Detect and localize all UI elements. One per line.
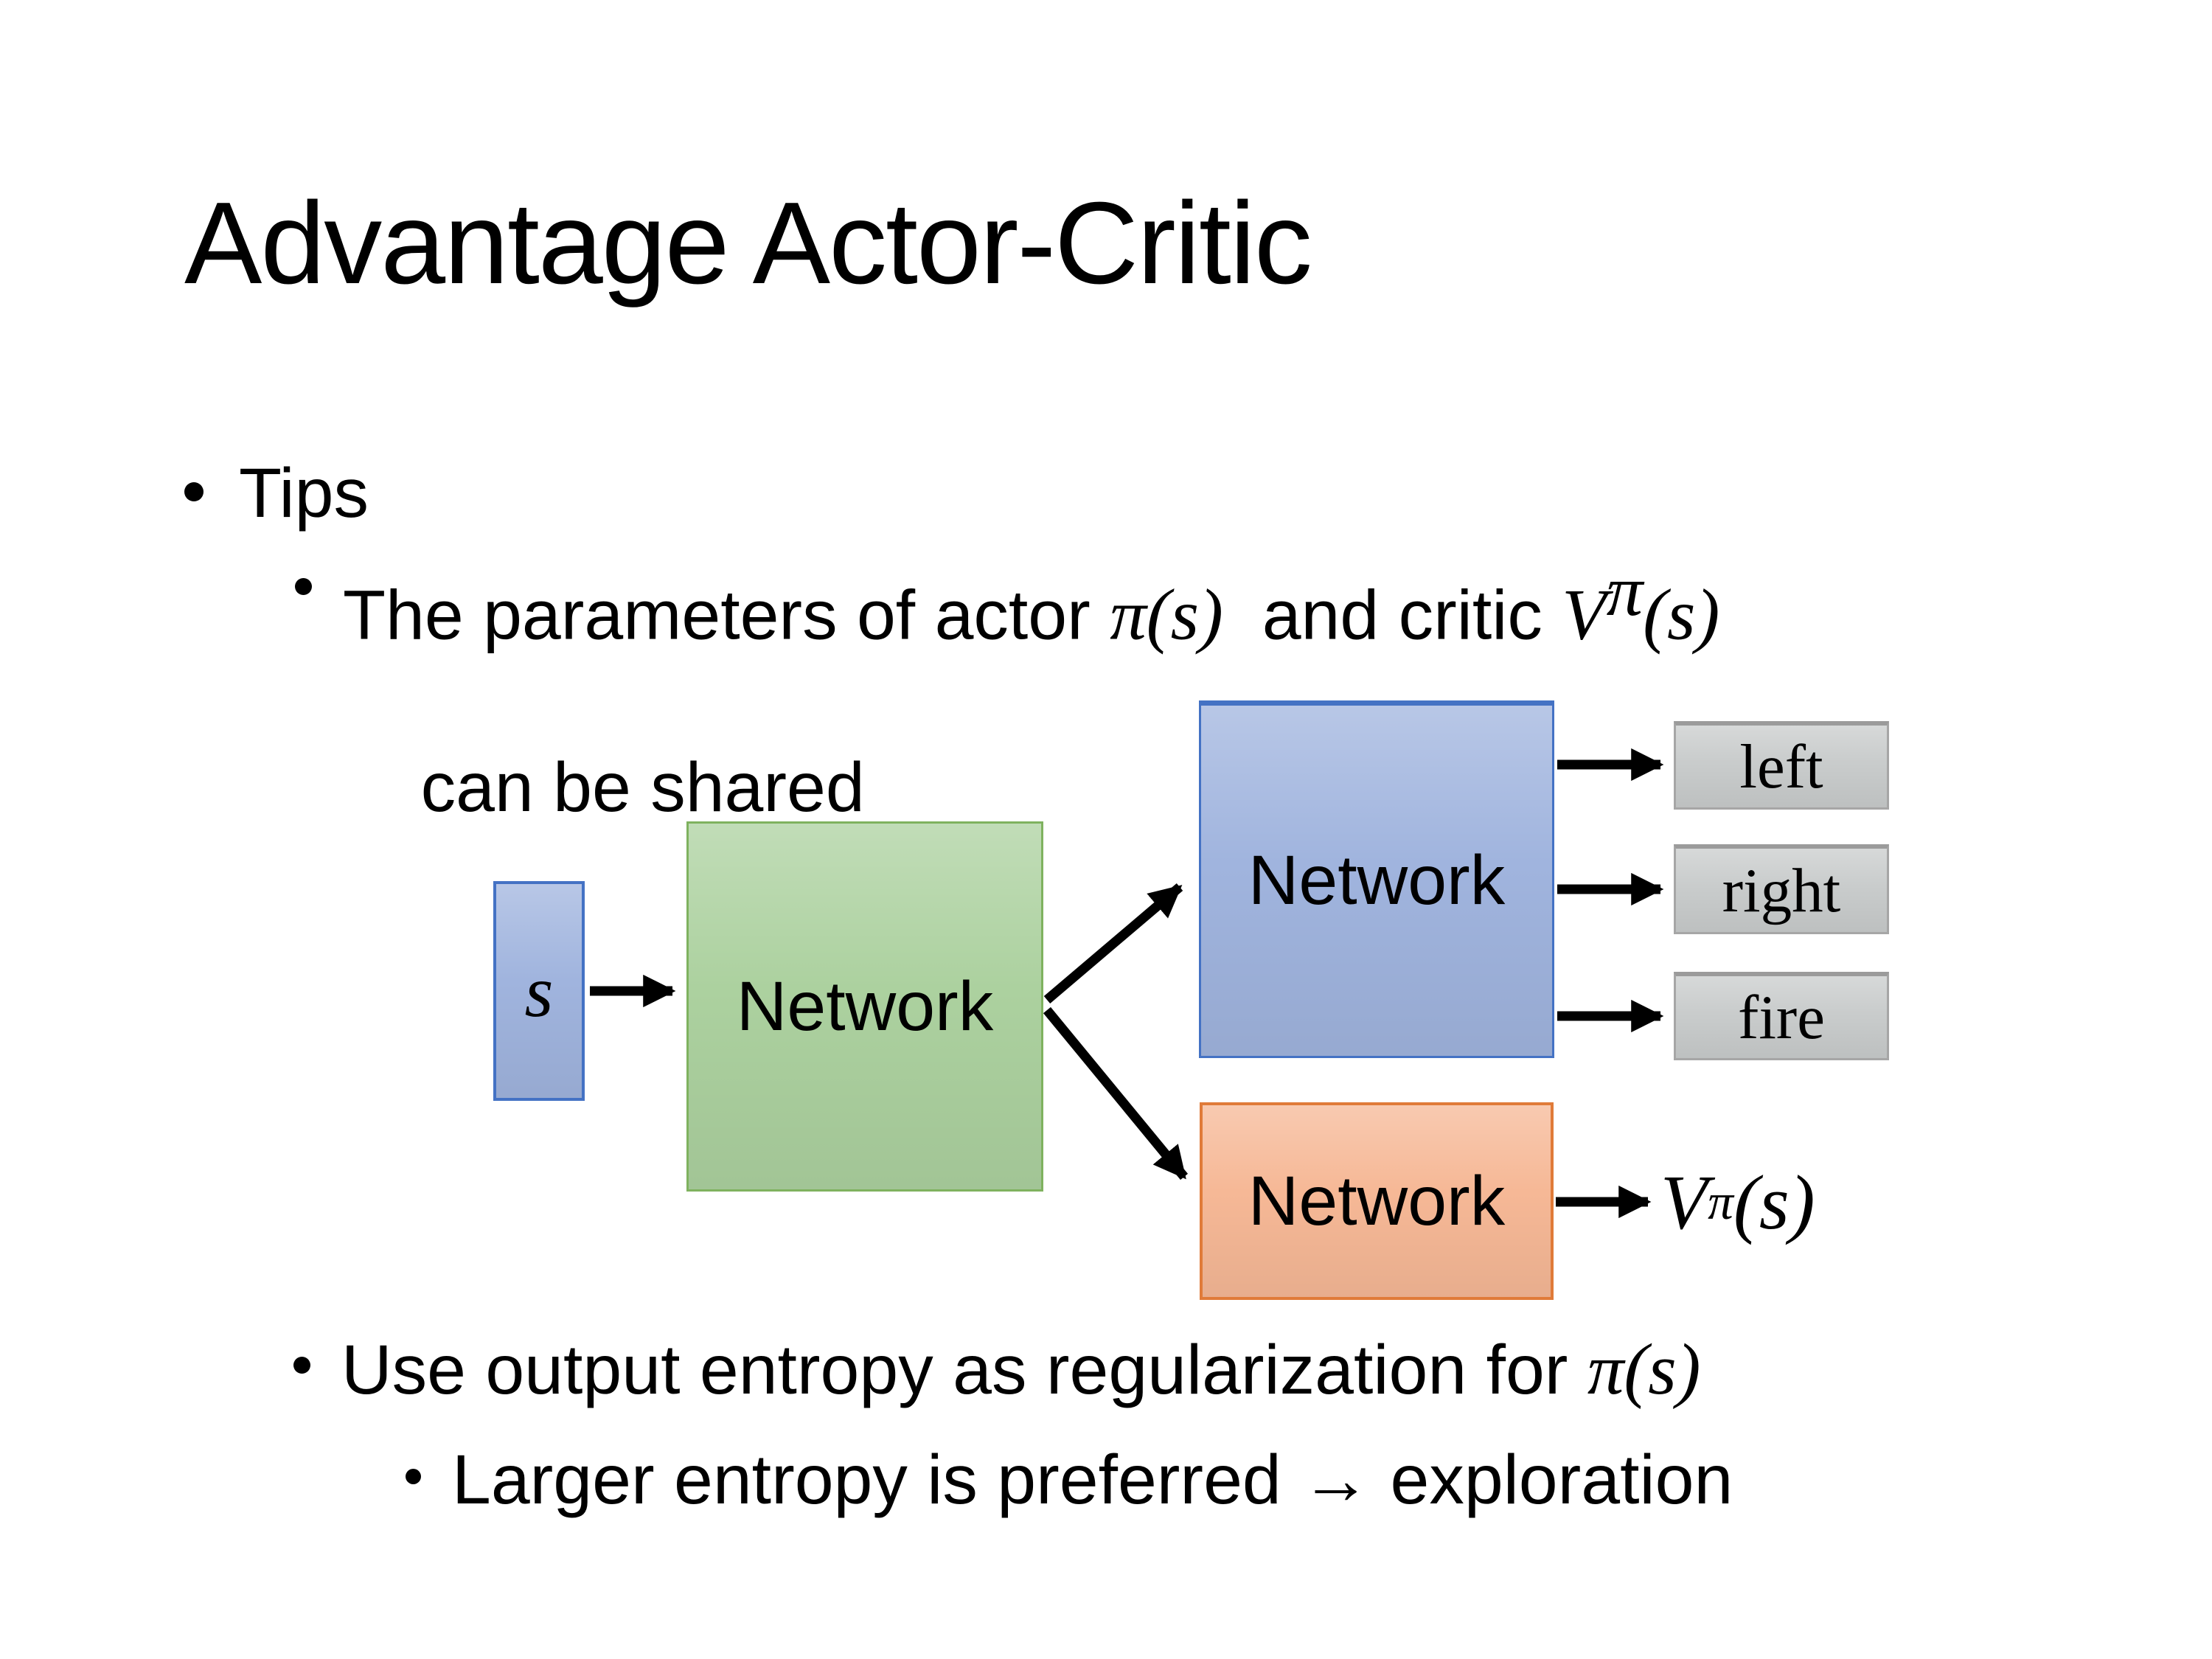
- math-v-args: (s): [1643, 574, 1720, 655]
- action-box-fire: fire: [1674, 972, 1889, 1060]
- bullet-dot: [184, 482, 204, 501]
- action-box-right: right: [1674, 844, 1889, 934]
- shared-network-label: Network: [736, 967, 994, 1046]
- text-segment: Use output entropy as regularization for: [341, 1331, 1587, 1409]
- state-input-box: s: [493, 881, 585, 1101]
- text-segment: The parameters of actor: [343, 576, 1110, 655]
- bullet-larger-entropy-label: Larger entropy is preferred → exploratio…: [452, 1441, 1733, 1519]
- text-segment: and critic: [1222, 576, 1562, 655]
- bullet-tips: Tips: [184, 451, 369, 537]
- bullet-parameters-text: The parameters of actor π(s) and critic …: [343, 547, 1719, 831]
- page-title: Advantage Actor-Critic: [184, 178, 1312, 308]
- bullet-larger-entropy: Larger entropy is preferred → exploratio…: [406, 1438, 1733, 1523]
- shared-network-box: Network: [686, 821, 1043, 1192]
- bullet-dot: [295, 578, 312, 595]
- critic-network-box: Network: [1200, 1102, 1554, 1300]
- math-v-args: (s): [1733, 1158, 1815, 1245]
- bullet-tips-label: Tips: [239, 454, 369, 532]
- action-label-right: right: [1722, 855, 1841, 925]
- bullet-dot: [293, 1357, 310, 1374]
- arrow-shared-to-critic: [1043, 1006, 1189, 1180]
- bullet-parameters-line2: can be shared: [420, 748, 865, 827]
- bullet-entropy-text: Use output entropy as regularization for…: [341, 1326, 1701, 1415]
- critic-network-label: Network: [1248, 1161, 1506, 1240]
- math-pi-s: π(s): [1587, 1329, 1701, 1410]
- math-pi-s: π(s): [1110, 574, 1223, 655]
- action-label-fire: fire: [1738, 982, 1825, 1052]
- bullet-dot: [406, 1469, 421, 1484]
- arrow-shared-to-actor: [1043, 883, 1183, 1004]
- actor-network-label: Network: [1248, 841, 1506, 919]
- math-v-base: V: [1660, 1158, 1708, 1245]
- action-label-left: left: [1739, 731, 1823, 801]
- actor-network-box: Network: [1199, 700, 1554, 1058]
- action-box-left: left: [1674, 721, 1889, 810]
- math-v-sup: π: [1606, 551, 1644, 631]
- state-input-label: s: [524, 950, 554, 1032]
- math-v-base: V: [1562, 574, 1607, 655]
- bullet-entropy-regularization: Use output entropy as regularization for…: [293, 1326, 1701, 1415]
- bullet-parameters-shared: The parameters of actor π(s) and critic …: [295, 547, 1719, 831]
